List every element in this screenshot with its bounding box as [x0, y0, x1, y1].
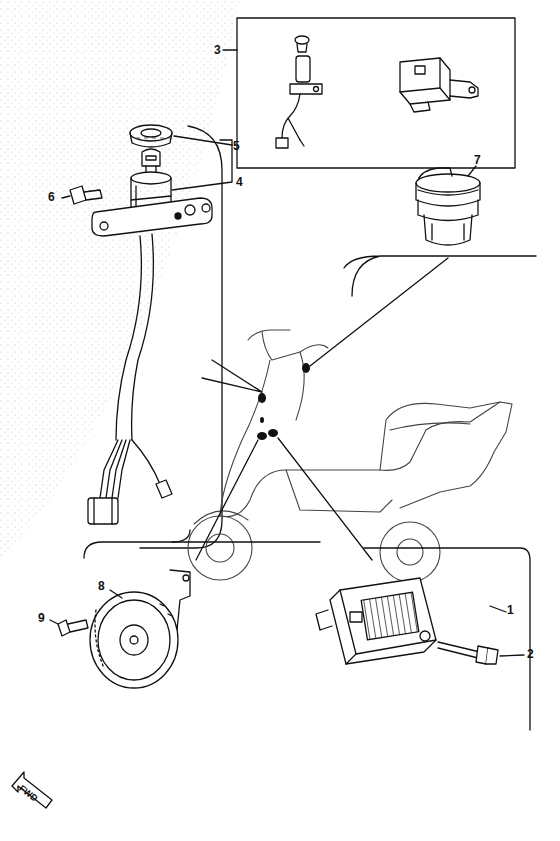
leader-arrow [310, 258, 448, 366]
leader-line [500, 655, 524, 656]
callout-number: 3 [214, 44, 221, 56]
leader-line [490, 606, 506, 612]
leader-line [223, 49, 237, 50]
callout-number: 4 [236, 176, 243, 188]
leader-line [174, 136, 232, 145]
part-bracket [84, 530, 190, 558]
horn-8 [90, 570, 190, 688]
screw-9 [58, 620, 88, 636]
part-bracket [344, 256, 536, 296]
leader-line [110, 590, 122, 598]
inset-lock [400, 58, 478, 112]
part-bracket [172, 541, 320, 542]
callout-number: 1 [507, 604, 514, 616]
bolt-6 [70, 186, 102, 204]
callout-number: 8 [98, 580, 105, 592]
scooter-outline [188, 330, 512, 582]
part-location-marks [257, 363, 310, 440]
ignition-switch-4 [92, 172, 212, 236]
callout-number: 7 [474, 154, 481, 166]
paper-texture [0, 0, 240, 560]
leader-line [468, 166, 476, 176]
inset-box [237, 18, 515, 168]
inset-ignition-switch [276, 36, 322, 148]
leader-line [62, 196, 70, 198]
forward-arrow [12, 772, 52, 808]
callout-number: 2 [527, 648, 534, 660]
cap-7 [416, 168, 480, 245]
leader-line [50, 620, 58, 624]
wire-harness [88, 234, 172, 524]
leader-line [172, 140, 232, 190]
key-cap-5 [130, 125, 172, 147]
leader-arrow [202, 360, 262, 392]
bolt-2 [438, 642, 498, 664]
callout-number: 6 [48, 191, 55, 203]
callout-number: 9 [38, 612, 45, 624]
callout-number: 5 [233, 140, 240, 152]
rectifier-1 [316, 578, 436, 664]
